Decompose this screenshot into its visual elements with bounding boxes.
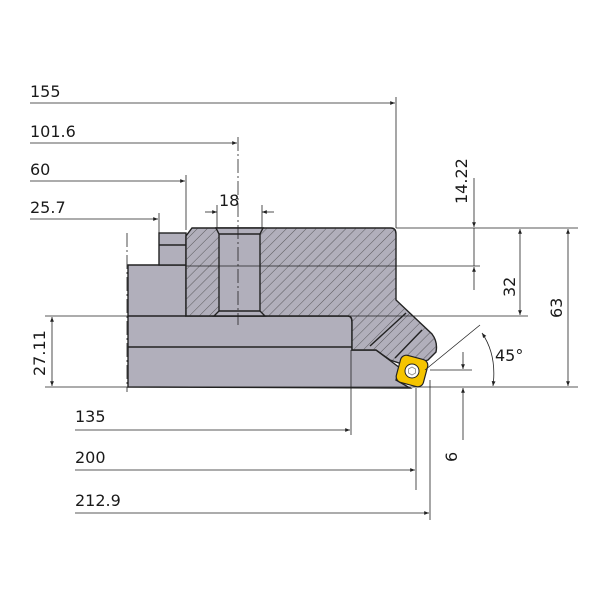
body-step [158,232,187,266]
dim-212-9: 212.9 [75,491,121,510]
dim-135: 135 [75,407,106,426]
dim-27-11: 27.11 [30,330,49,376]
dimension-labels: 155 101.6 60 25.7 18 14.22 32 63 27.11 4… [30,82,566,510]
dim-101-6: 101.6 [30,122,76,141]
dim-60: 60 [30,160,50,179]
dim-angle-45: 45° [495,346,523,365]
cutter-body [126,137,438,392]
dim-155: 155 [30,82,61,101]
dim-18: 18 [219,191,239,210]
bolt-hole [212,227,267,317]
insert [395,354,429,388]
dim-32: 32 [500,277,519,297]
dim-14-22: 14.22 [452,158,471,204]
dim-25-7: 25.7 [30,198,66,217]
dim-63: 63 [547,298,566,318]
dimension-lines [30,97,578,520]
dim-6: 6 [442,452,461,462]
dim-200: 200 [75,448,106,467]
